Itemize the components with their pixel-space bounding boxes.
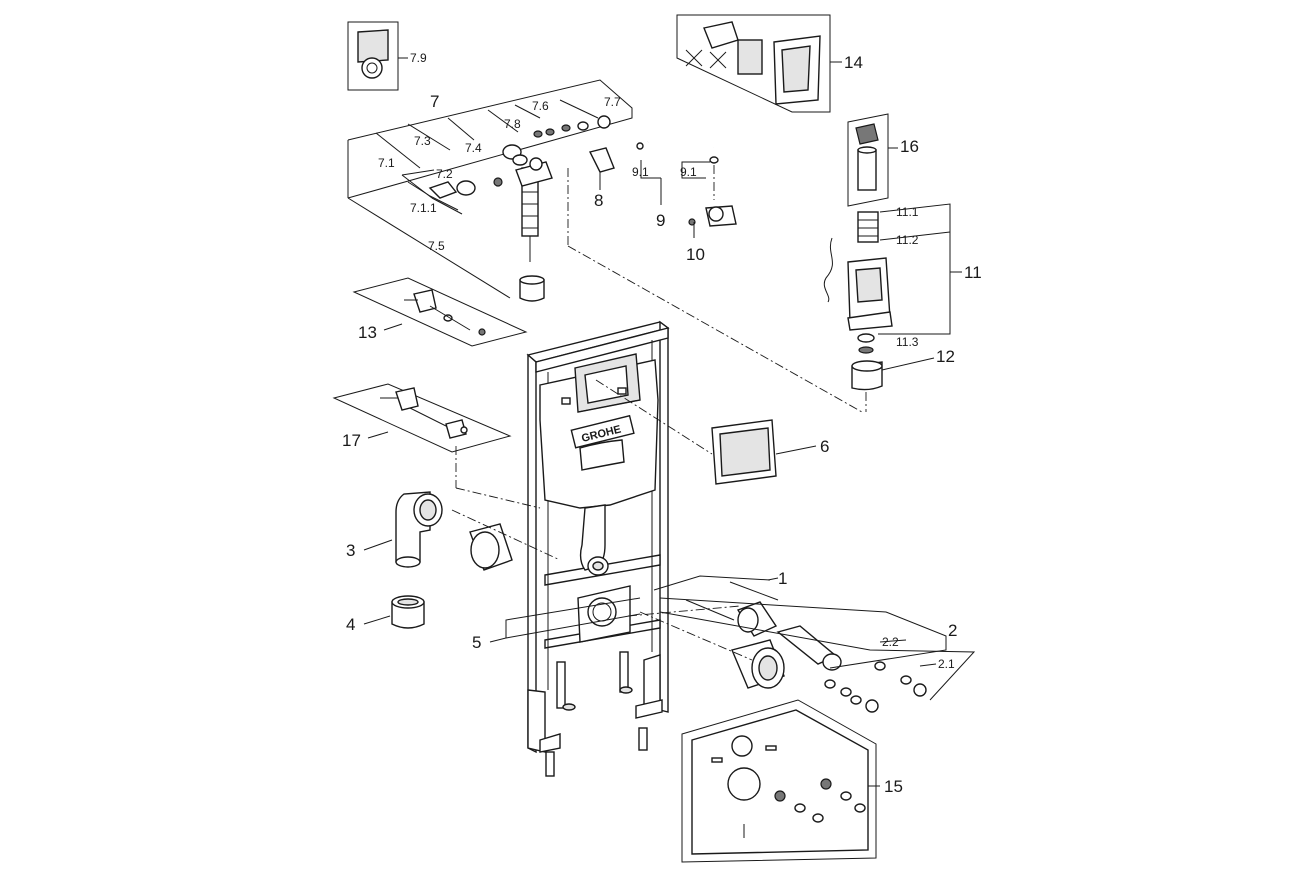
part-15-soundproofing-pad <box>681 699 880 863</box>
part-4-cap <box>363 595 425 629</box>
label-2-1: 2.1 <box>938 657 955 671</box>
fill-valve-group-box <box>347 79 633 302</box>
part-11-flush-valve <box>823 203 962 354</box>
label-7-5: 7.5 <box>428 239 445 253</box>
part-3-pan-connector-bend <box>363 491 443 568</box>
part-12-outlet <box>851 357 935 412</box>
part-1-threaded-rods <box>653 575 779 621</box>
part-3-sleeve <box>469 523 513 571</box>
label-2-2: 2.2 <box>882 635 899 649</box>
part-13-box <box>352 277 528 347</box>
label-5: 5 <box>472 633 481 652</box>
label-3: 3 <box>346 541 355 560</box>
label-4: 4 <box>346 615 355 634</box>
label-7-6: 7.6 <box>532 99 549 113</box>
label-9-1-a: 9.1 <box>632 165 649 179</box>
assembly-lines <box>451 168 863 661</box>
part-2-waste-pipe <box>659 597 976 713</box>
part-10-angle-valve <box>688 205 737 238</box>
label-11-3: 11.3 <box>896 335 919 349</box>
part-9-hose <box>636 98 719 205</box>
label-6: 6 <box>820 437 829 456</box>
label-9: 9 <box>656 211 665 230</box>
label-7-3: 7.3 <box>414 134 431 148</box>
label-10: 10 <box>686 245 705 264</box>
label-11-2: 11.2 <box>896 233 919 247</box>
label-16: 16 <box>900 137 919 156</box>
part-7-9-box <box>347 21 408 91</box>
label-2: 2 <box>948 621 957 640</box>
label-11: 11 <box>964 263 982 282</box>
part-17-box <box>332 383 512 488</box>
label-7-1: 7.1 <box>378 156 395 170</box>
part-14-box <box>676 14 842 113</box>
part-16-box <box>847 113 898 207</box>
label-9-1-b: 9.1 <box>680 165 697 179</box>
frame-outlet-panel <box>545 585 648 777</box>
label-7-1-1: 7.1.1 <box>410 201 437 215</box>
label-7-2: 7.2 <box>436 167 453 181</box>
label-12: 12 <box>936 347 955 366</box>
label-14: 14 <box>844 53 863 72</box>
label-11-1: 11.1 <box>896 205 919 219</box>
cistern: GROHE <box>539 353 659 576</box>
label-7: 7 <box>430 92 439 111</box>
label-1: 1 <box>778 569 787 588</box>
label-7-8: 7.8 <box>504 117 521 131</box>
part-5-leaders <box>489 597 641 643</box>
label-7-7: 7.7 <box>604 95 621 109</box>
label-13: 13 <box>358 323 377 342</box>
part-6-protective-cover <box>711 419 817 485</box>
label-7-4: 7.4 <box>465 141 482 155</box>
callout-labels: 1 2 2.1 2.2 3 4 5 6 7 7.1 7.1.1 7.2 7.3 … <box>342 51 982 796</box>
label-17: 17 <box>342 431 361 450</box>
part-8-connector <box>588 147 615 190</box>
label-8: 8 <box>594 191 603 210</box>
label-7-9: 7.9 <box>410 51 427 65</box>
label-15: 15 <box>884 777 903 796</box>
